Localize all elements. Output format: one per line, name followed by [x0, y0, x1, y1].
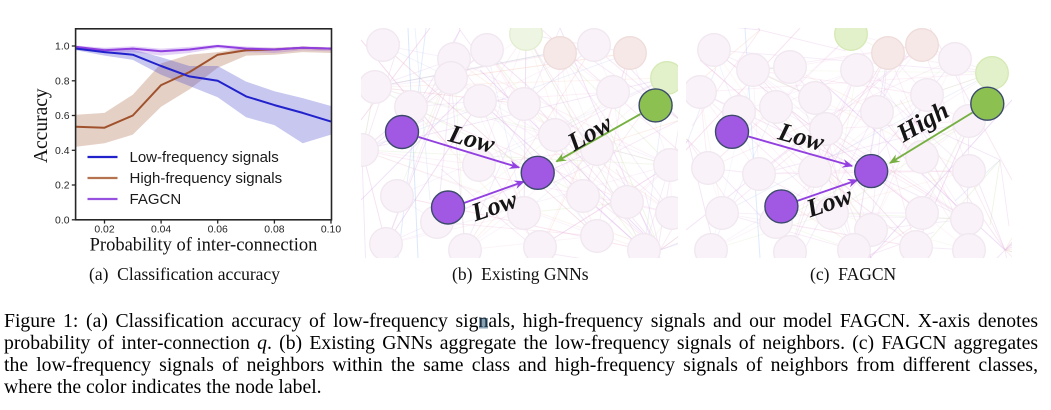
svg-text:High-frequency signals: High-frequency signals: [130, 170, 283, 187]
svg-text:0.02: 0.02: [94, 224, 114, 235]
svg-text:0.8: 0.8: [55, 76, 70, 87]
svg-text:0.2: 0.2: [55, 181, 70, 192]
svg-text:FAGCN: FAGCN: [130, 191, 182, 208]
svg-text:0.6: 0.6: [55, 111, 70, 122]
svg-text:Low-frequency signals: Low-frequency signals: [130, 149, 279, 166]
svg-text:0.06: 0.06: [208, 224, 228, 235]
svg-text:Probability of inter-connectio: Probability of inter-connection: [90, 236, 318, 256]
svg-text:Accuracy: Accuracy: [31, 88, 52, 163]
svg-text:0.0: 0.0: [55, 215, 70, 226]
svg-text:0.08: 0.08: [264, 224, 284, 235]
svg-text:0.10: 0.10: [321, 224, 341, 235]
svg-text:1.0: 1.0: [55, 42, 70, 53]
svg-text:0.4: 0.4: [55, 146, 70, 157]
svg-text:0.04: 0.04: [151, 224, 171, 235]
